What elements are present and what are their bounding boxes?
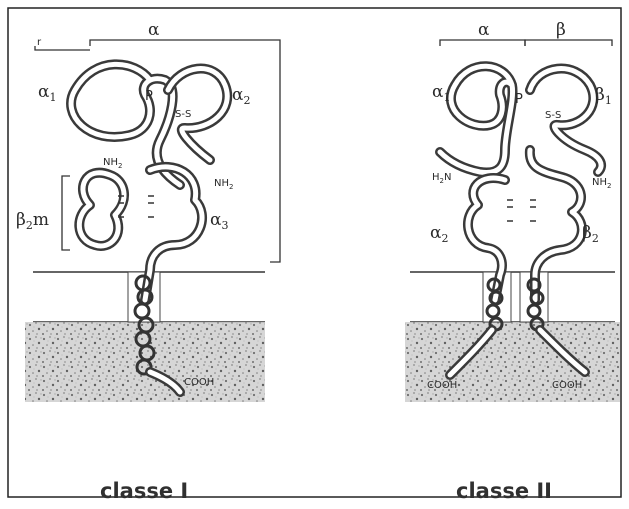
class-i-title: classe I bbox=[100, 479, 188, 503]
class-ii-h2n: H2N bbox=[432, 172, 451, 185]
class-ii-alpha1-domain bbox=[440, 66, 513, 172]
svg-text:S-S: S-S bbox=[545, 110, 561, 121]
class-ii-cooh-right: COOH bbox=[552, 380, 582, 391]
class-ii-alpha-label: α bbox=[478, 20, 490, 40]
class-i-alpha1-label: α1 bbox=[38, 82, 56, 104]
class-ii-p-label: P bbox=[515, 92, 523, 107]
class-i-diagram: S-S α r P α1 α2 β2m α3 NH2 NH2 COOH clas… bbox=[16, 20, 280, 503]
class-ii-beta2-domain bbox=[530, 150, 582, 300]
class-ii-title: classe II bbox=[456, 479, 552, 503]
class-ii-beta1-label: β1 bbox=[595, 85, 612, 107]
class-i-beta2m-label: β2m bbox=[16, 210, 49, 232]
class-i-cooh: COOH bbox=[184, 377, 214, 388]
class-ii-diagram: S-S α β P α1 β1 α2 β2 H2N NH2 COOH COOH … bbox=[405, 20, 620, 503]
class-i-nh2-left: NH2 bbox=[103, 157, 122, 170]
class-i-alpha3-label: α3 bbox=[210, 210, 228, 232]
class-i-alpha2-label: α2 bbox=[232, 85, 250, 107]
class-ii-beta-bracket bbox=[525, 40, 612, 46]
class-i-cytoplasm bbox=[25, 322, 265, 402]
class-ii-beta2-label: β2 bbox=[582, 223, 599, 245]
class-i-beta2m-domain bbox=[79, 173, 124, 246]
svg-text:S-S: S-S bbox=[175, 109, 191, 120]
class-ii-beta-label: β bbox=[556, 20, 566, 40]
class-ii-alpha-bracket bbox=[440, 40, 525, 46]
class-i-r-label: r bbox=[37, 37, 42, 48]
class-i-alpha-label: α bbox=[148, 20, 160, 40]
class-i-p-label: P bbox=[145, 89, 153, 104]
class-ii-cooh-left: COOH bbox=[427, 380, 457, 391]
class-ii-beta1-domain bbox=[530, 69, 601, 172]
class-i-r-bracket bbox=[35, 46, 90, 50]
class-ii-alpha2-label: α2 bbox=[430, 223, 448, 245]
class-ii-alpha1-label: α1 bbox=[432, 82, 450, 104]
class-i-nh2-right: NH2 bbox=[214, 178, 233, 191]
class-ii-nh2: NH2 bbox=[592, 177, 611, 190]
class-i-beta2m-bracket bbox=[62, 176, 70, 250]
